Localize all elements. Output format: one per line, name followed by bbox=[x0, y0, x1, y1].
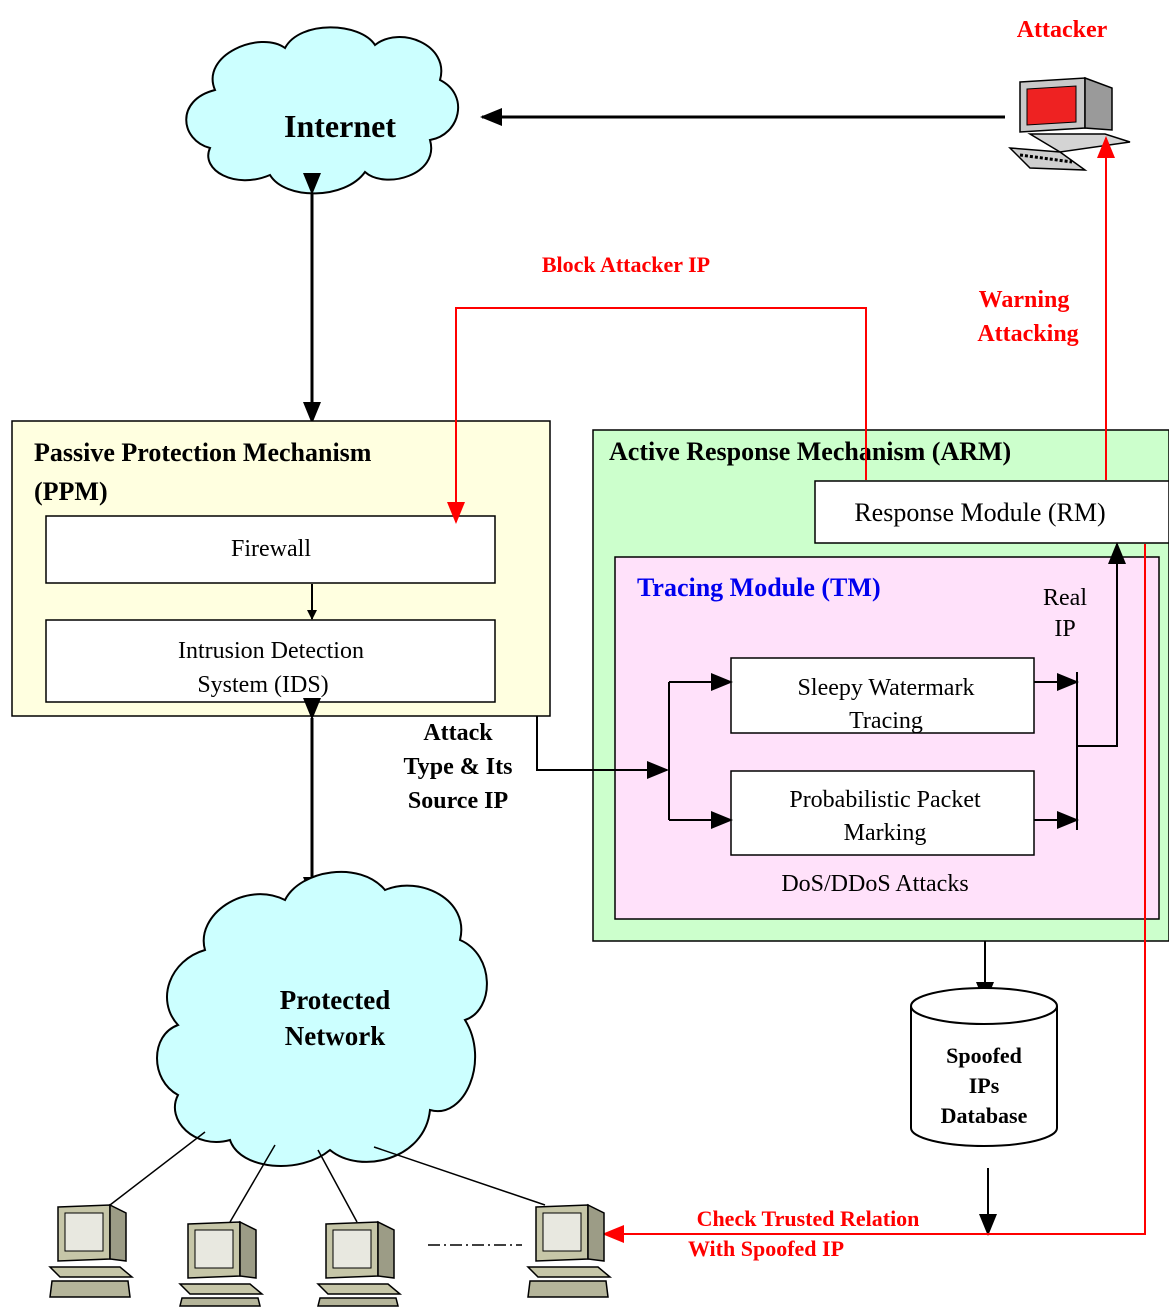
protected-label-line2: Network bbox=[285, 1021, 385, 1051]
ids-box bbox=[45, 619, 496, 703]
tracing-module-box: Tracing Module (TM) Real IP Sleepy Water… bbox=[614, 556, 1160, 920]
ppm-title-line1: Passive Protection Mechanism bbox=[34, 438, 372, 467]
real-ip-line2: IP bbox=[1054, 616, 1075, 642]
real-ip-line1: Real bbox=[1043, 585, 1087, 611]
warning-label-line2: Attacking bbox=[977, 321, 1078, 347]
client-computer-icon-4 bbox=[526, 1203, 613, 1298]
attacker-label: Attacker bbox=[1017, 17, 1108, 43]
real-ip-arrow bbox=[1077, 542, 1126, 747]
ppm-to-tm-arrow bbox=[536, 716, 669, 779]
protected-network-cloud: Protected Network bbox=[156, 870, 488, 1167]
warning-label-line1: Warning bbox=[979, 287, 1070, 313]
marking-label-line1: Probabilistic Packet bbox=[789, 787, 981, 813]
sleepy-label-line1: Sleepy Watermark bbox=[798, 675, 975, 701]
check-trusted-line1: Check Trusted Relation bbox=[697, 1206, 920, 1231]
tm-title: Tracing Module (TM) bbox=[637, 573, 881, 602]
internet-label: Internet bbox=[284, 108, 396, 144]
response-module-box bbox=[814, 480, 1169, 544]
client-computer-icon-1 bbox=[48, 1203, 135, 1298]
attack-info-line3: Source IP bbox=[408, 788, 508, 814]
response-module-label: Response Module (RM) bbox=[854, 498, 1105, 527]
db-label-line1: Spoofed bbox=[946, 1043, 1022, 1068]
firewall-label: Firewall bbox=[231, 536, 311, 562]
attacker-computer-icon bbox=[1008, 76, 1131, 171]
firewall-box bbox=[45, 515, 496, 584]
attack-info-line1: Attack bbox=[423, 720, 493, 746]
ids-label-line2: System (IDS) bbox=[197, 672, 328, 698]
db-label-line2: IPs bbox=[969, 1073, 1000, 1098]
check-trusted-arrow bbox=[602, 544, 1146, 1243]
arm-title: Active Response Mechanism (ARM) bbox=[609, 437, 1011, 466]
block-attacker-ip-label: Block Attacker IP bbox=[542, 252, 710, 277]
sleepy-label-line2: Tracing bbox=[849, 708, 923, 734]
client-computer-icon-2 bbox=[178, 1220, 265, 1307]
sleepy-watermark-box bbox=[730, 657, 1035, 734]
client-computer-icon-3 bbox=[316, 1220, 403, 1307]
dos-label: DoS/DDoS Attacks bbox=[781, 871, 968, 897]
check-trusted-line2: With Spoofed IP bbox=[688, 1236, 844, 1261]
ids-label-line1: Intrusion Detection bbox=[178, 638, 364, 664]
ppm-title-line2: (PPM) bbox=[34, 477, 108, 506]
marking-label-line2: Marking bbox=[844, 820, 927, 846]
ppm-box: Passive Protection Mechanism (PPM) Firew… bbox=[11, 420, 551, 717]
ppm-marking-box bbox=[730, 770, 1035, 856]
network-wires bbox=[109, 1131, 546, 1223]
db-label-line3: Database bbox=[941, 1103, 1028, 1128]
protected-label-line1: Protected bbox=[280, 985, 390, 1015]
spoofed-ips-database: Spoofed IPs Database bbox=[910, 987, 1058, 1147]
attack-info-line2: Type & Its bbox=[404, 754, 513, 780]
block-attacker-ip-arrow bbox=[447, 307, 867, 524]
internet-cloud: Internet bbox=[185, 26, 459, 195]
